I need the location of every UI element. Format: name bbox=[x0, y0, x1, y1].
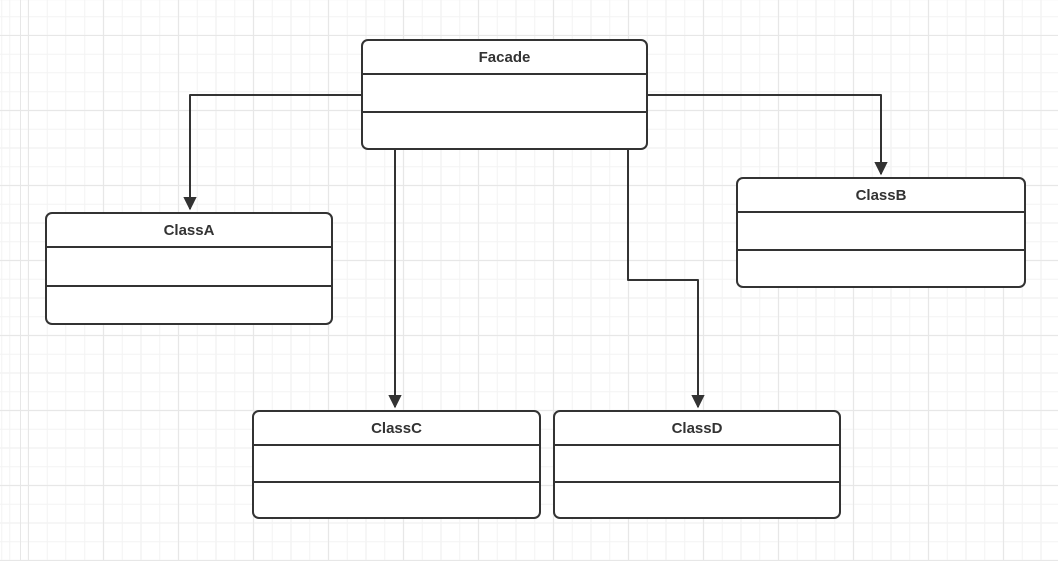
edge-facade-classa[interactable] bbox=[183, 94, 361, 211]
attributes-compartment bbox=[738, 211, 1024, 249]
class-node-classd[interactable]: ClassD bbox=[553, 410, 841, 519]
class-node-classb[interactable]: ClassB bbox=[736, 177, 1026, 288]
class-node-facade[interactable]: Facade bbox=[361, 39, 648, 150]
class-name-label: ClassC bbox=[371, 419, 422, 437]
attributes-compartment bbox=[363, 73, 646, 111]
edge-facade-classb[interactable] bbox=[648, 94, 888, 176]
methods-compartment bbox=[363, 110, 646, 149]
attributes-compartment bbox=[254, 444, 539, 481]
edge-facade-classd[interactable] bbox=[627, 150, 705, 409]
class-name-label: ClassB bbox=[855, 186, 907, 204]
class-name-label: Facade bbox=[478, 48, 531, 66]
class-name-label: ClassD bbox=[671, 419, 723, 437]
methods-compartment bbox=[254, 480, 539, 518]
methods-compartment bbox=[738, 248, 1024, 287]
attributes-compartment bbox=[47, 246, 331, 285]
methods-compartment bbox=[47, 284, 331, 324]
methods-compartment bbox=[555, 480, 839, 518]
class-node-classc[interactable]: ClassC bbox=[252, 410, 541, 519]
class-node-classa[interactable]: ClassA bbox=[45, 212, 333, 325]
attributes-compartment bbox=[555, 444, 839, 481]
class-name-label: ClassA bbox=[163, 221, 215, 239]
